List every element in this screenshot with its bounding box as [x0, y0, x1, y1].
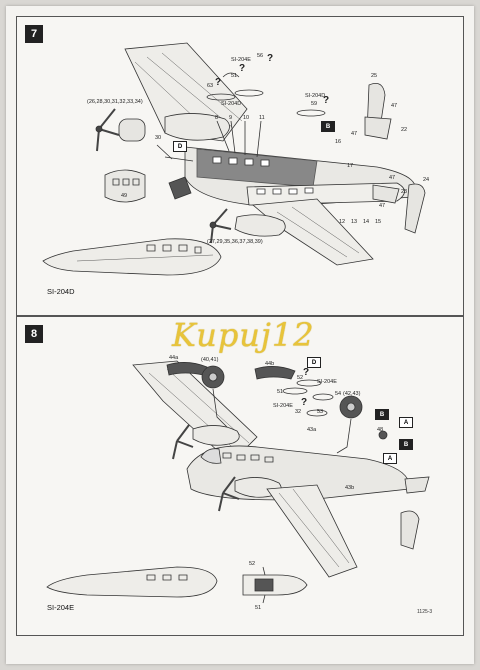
label-part-63: 63 [207, 83, 214, 89]
label-si204d: SI-204D [305, 93, 326, 99]
question-mark-icon: ? [301, 397, 308, 408]
label-part-49: 49 [121, 193, 128, 199]
tail-fin [400, 510, 420, 550]
tailplane-lower [372, 184, 400, 204]
nose-section [104, 169, 146, 203]
part-51 [234, 89, 264, 97]
marking-a-icon: A [399, 417, 413, 428]
part-56 [222, 72, 240, 78]
step-number-badge: 7 [25, 25, 43, 43]
question-mark-icon: ? [303, 367, 310, 378]
marking-d-icon: D [307, 357, 321, 368]
label-part-30: 30 [155, 135, 162, 141]
label-part-25: 25 [371, 73, 378, 79]
part-44a [166, 362, 208, 376]
question-mark-icon: ? [267, 53, 274, 64]
marking-b-icon: B [375, 409, 389, 420]
variant-label: SI-204D [47, 287, 75, 296]
label-part-59: 59 [311, 101, 318, 107]
engine-cowl-left [118, 118, 146, 142]
part-52 [296, 379, 322, 387]
label-part-47: 47 [351, 131, 358, 137]
label-part-51: 51 [231, 73, 238, 79]
part-48 [378, 430, 388, 440]
label-si204e: SI-204E [231, 57, 251, 63]
assembly-step-8: 8 [16, 316, 464, 636]
label-part-44b: 44b [265, 361, 275, 367]
label-engine-parts-group: (26,28,30,31,32,33,34) [87, 99, 143, 105]
label-part-10: 10 [243, 115, 250, 121]
question-mark-icon: ? [239, 63, 246, 74]
cockpit-seats [168, 176, 192, 200]
label-part-48: 48 [377, 427, 384, 433]
label-part-24: 24 [423, 177, 430, 183]
question-mark-icon: ? [323, 95, 330, 106]
label-part-47: 47 [391, 103, 398, 109]
label-part-13: 13 [351, 219, 358, 225]
label-si204e: SI-204E [317, 379, 337, 385]
gear-strut-left [212, 388, 230, 430]
part-44b [254, 366, 296, 380]
label-part-17: 17 [347, 163, 354, 169]
label-parts-40-41: (40,41) [201, 357, 219, 363]
part-54 [312, 393, 334, 401]
label-part-43b: 43b [345, 485, 355, 491]
label-si204e: SI-204E [273, 403, 293, 409]
part-51 [282, 387, 308, 395]
label-part-44a: 44a [169, 355, 179, 361]
label-si204d: SI-204D [221, 101, 242, 107]
part-63 [206, 93, 236, 101]
tailplane [404, 476, 430, 494]
label-part-16: 16 [335, 139, 342, 145]
question-mark-icon: ? [215, 77, 222, 88]
label-part-47: 47 [379, 203, 386, 209]
label-part-14: 14 [363, 219, 370, 225]
engine-nacelle-left [164, 113, 230, 141]
label-part-15: 15 [375, 219, 382, 225]
label-part-51: 51 [255, 605, 262, 611]
label-parts-42-43: (42,43) [343, 391, 361, 397]
sheet-code: 1125-3 [417, 609, 433, 615]
nose-detail-view [242, 574, 308, 596]
label-part-54: 54 [335, 391, 342, 397]
step-number-badge: 8 [25, 325, 43, 343]
label-part-9: 9 [229, 115, 233, 121]
label-part-52: 52 [297, 375, 304, 381]
step-7-drawing [42, 42, 426, 276]
tailplane-upper [364, 116, 392, 140]
engine-nacelle-right [234, 214, 286, 237]
assembled-fuselage-204e [46, 566, 218, 598]
watermark-logo: Kupuj12 [172, 316, 315, 354]
propeller-left [96, 108, 120, 152]
assembled-fuselage-204d [42, 238, 222, 276]
fuselage-lower [246, 182, 405, 206]
label-part-56: 56 [257, 53, 264, 59]
label-part-23: 23 [401, 189, 408, 195]
lower-wing [266, 484, 358, 578]
variant-label: SI-204E [47, 603, 75, 612]
propeller-right [218, 476, 240, 512]
label-part-22: 22 [401, 127, 408, 133]
assembly-step-7: 7 [16, 16, 464, 316]
label-part-51: 51 [277, 389, 284, 395]
label-part-52: 52 [249, 561, 256, 567]
label-part-47: 47 [389, 175, 396, 181]
step-8-drawing [46, 360, 430, 604]
engine-nacelle-left [192, 425, 240, 446]
label-part-32: 32 [295, 409, 302, 415]
label-part-43a: 43a [307, 427, 317, 433]
marking-b-icon: B [399, 439, 413, 450]
part-59 [296, 109, 326, 117]
label-part-8: 8 [215, 115, 219, 121]
tail-fin-lower [404, 183, 426, 234]
label-engine-parts-group: (27,29,35,36,37,38,39) [207, 239, 263, 245]
part-32 [306, 409, 328, 417]
label-part-12: 12 [339, 219, 346, 225]
propeller-left [172, 424, 194, 460]
label-part-11: 11 [259, 115, 265, 121]
marking-d-icon: D [173, 141, 187, 152]
marking-a-icon: A [383, 453, 397, 464]
marking-b-icon: B [321, 121, 335, 132]
label-part-53: 53 [317, 409, 324, 415]
